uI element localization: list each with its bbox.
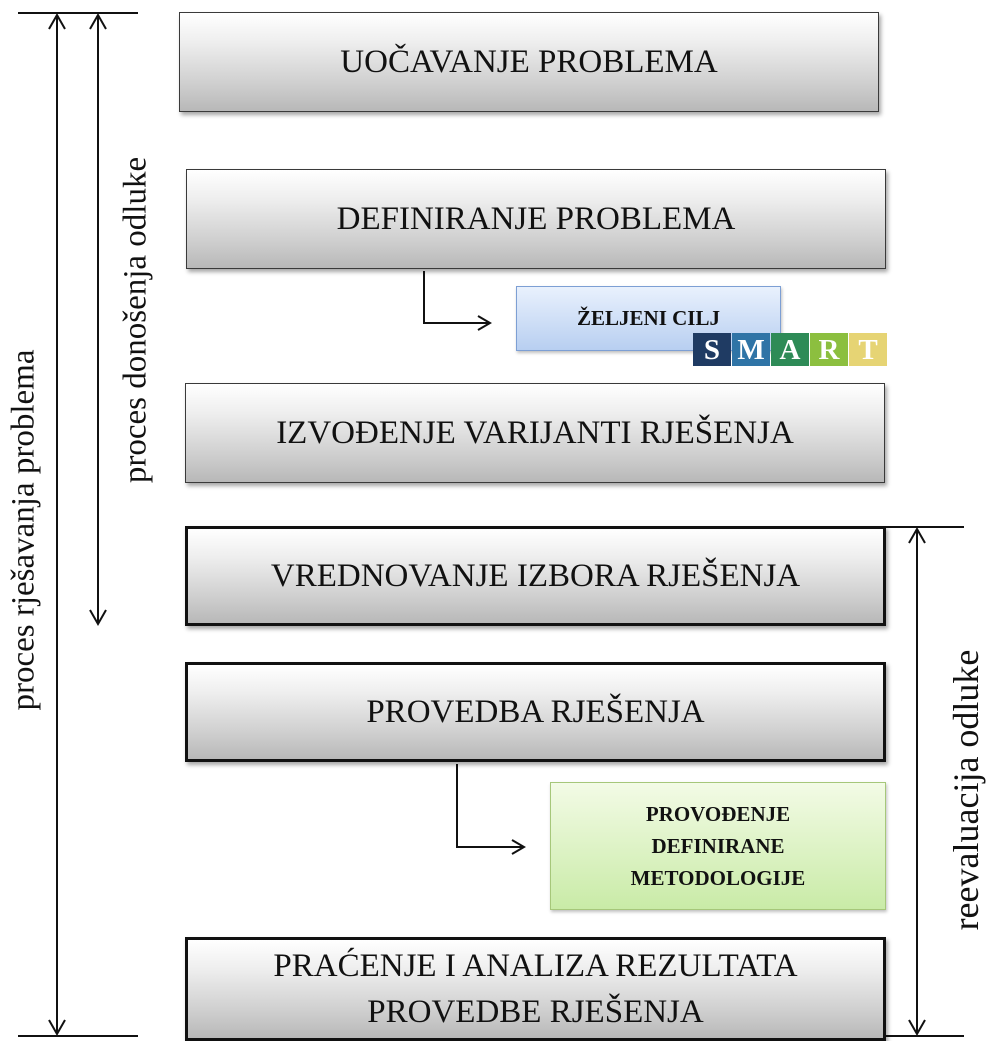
reevaluation-label: reevaluacija odluke	[946, 649, 986, 931]
decision-making-arrow-up	[89, 12, 107, 30]
step-problem-recognition: UOČAVANJE PROBLEMA	[179, 12, 879, 112]
step-problem-definition: DEFINIRANJE PROBLEMA	[186, 169, 886, 269]
smart-letter-s: S	[693, 333, 731, 366]
goal-connector	[423, 271, 490, 324]
methodology-note: PROVOĐENJE DEFINIRANE METODOLOGIJE	[550, 782, 886, 910]
step-monitoring-analysis: PRAĆENJE I ANALIZA REZULTATA PROVEDBE RJ…	[185, 937, 886, 1041]
step-solution-implementation: PROVEDBA RJEŠENJA	[185, 662, 886, 762]
method-label: PROVOĐENJE DEFINIRANE METODOLOGIJE	[630, 802, 806, 890]
step-label: DEFINIRANJE PROBLEMA	[336, 201, 736, 237]
smart-letter-r: R	[810, 333, 848, 366]
step-label: VREDNOVANJE IZBORA RJEŠENJA	[270, 558, 801, 594]
method-connector	[456, 764, 524, 848]
smart-letter-m: M	[732, 333, 770, 366]
step-label: PROVEDBA RJEŠENJA	[366, 694, 705, 730]
step-solution-variants: IZVOĐENJE VARIJANTI RJEŠENJA	[185, 383, 885, 483]
goal-connector-arrowhead	[477, 315, 492, 331]
method-connector-arrowhead	[511, 839, 526, 855]
goal-label: ŽELJENI CILJ	[577, 306, 720, 330]
smart-badge: S M A R T	[693, 333, 888, 366]
desired-goal-note: ŽELJENI CILJ	[516, 286, 781, 351]
reevaluation-arrow-down	[908, 1019, 926, 1037]
problem-solving-label: proces rješavanja problema	[5, 349, 42, 711]
decision-making-arrow-down	[89, 609, 107, 627]
smart-letter-a: A	[771, 333, 809, 366]
decision-making-label: proces donošenja odluke	[117, 156, 154, 484]
reevaluation-arrow-up	[908, 526, 926, 544]
step-label: IZVOĐENJE VARIJANTI RJEŠENJA	[276, 415, 794, 451]
step-label: PRAĆENJE I ANALIZA REZULTATA PROVEDBE RJ…	[273, 948, 798, 1030]
problem-solving-arrow-up	[48, 12, 66, 30]
smart-letter-t: T	[849, 333, 887, 366]
problem-solving-arrow-down	[48, 1019, 66, 1037]
step-solution-evaluation: VREDNOVANJE IZBORA RJEŠENJA	[185, 526, 886, 626]
step-label: UOČAVANJE PROBLEMA	[340, 44, 718, 80]
